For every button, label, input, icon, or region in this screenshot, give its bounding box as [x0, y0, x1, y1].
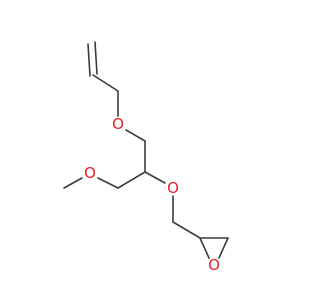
bond-vinyl-double-b — [94, 41, 98, 75]
oxygen-atom-methoxy: O — [84, 164, 96, 182]
oxygen-atom-glycidyl-ether: O — [167, 179, 179, 197]
bond-vinyl-double-a — [87, 43, 91, 77]
bond-ch-ch2-left — [117, 171, 146, 189]
bond-ch2-epoxide-carbon — [172, 221, 201, 239]
bond-oxygen-ch2 — [125, 129, 146, 142]
oxygen-atom-epoxide: O — [208, 256, 220, 274]
bond-epoxide-c2-oxygen — [218, 237, 229, 259]
bond-oxygen-methyl — [63, 177, 83, 189]
structure-diagram: O O O O — [63, 41, 229, 274]
bond-ch-oxygen-right — [144, 171, 166, 184]
bond-epoxide-c1-oxygen — [199, 237, 210, 259]
bond-vinyl-ch2 — [92, 74, 119, 92]
bond-ch2-oxygen-left — [97, 177, 119, 189]
oxygen-atom-allyl-ether: O — [112, 115, 124, 133]
